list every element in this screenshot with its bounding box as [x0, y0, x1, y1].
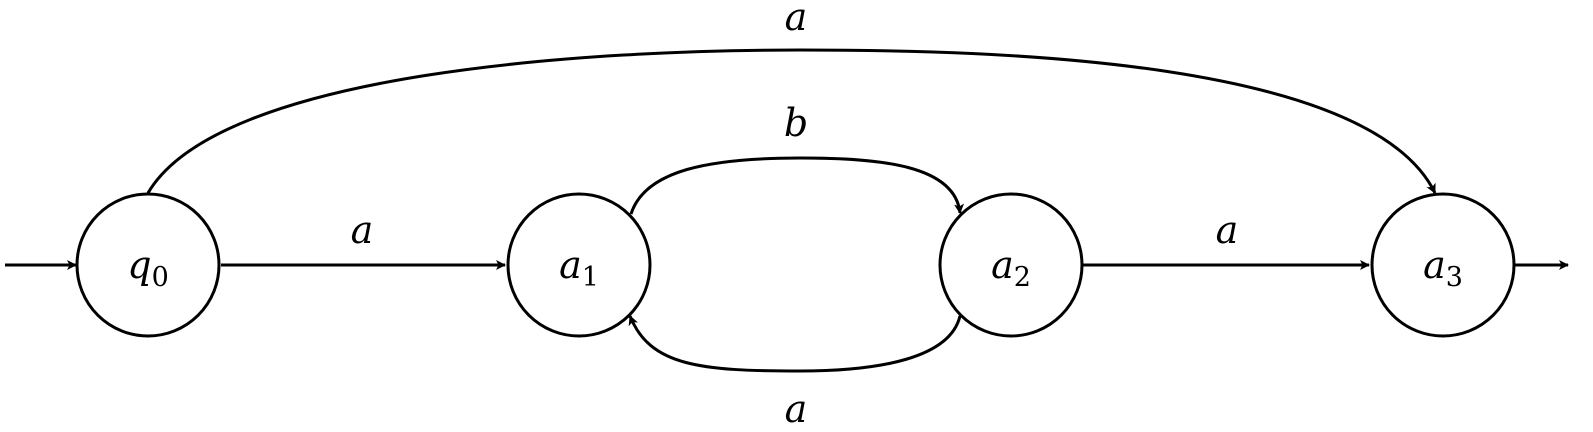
label-a1-a2: b	[784, 101, 808, 145]
transition-q0-a3	[146, 48, 1437, 194]
state-circle	[1370, 192, 1516, 338]
state-a3: a3	[1370, 192, 1516, 338]
state-label: q0	[127, 243, 169, 293]
state-label: a1	[559, 243, 599, 293]
state-label: a3	[1423, 243, 1463, 293]
transition-a1-a2	[629, 156, 965, 215]
label-a2-a1: a	[785, 387, 808, 431]
state-q0: q0	[75, 192, 221, 338]
state-circle	[938, 192, 1084, 338]
label-q0-a3: a	[785, 0, 808, 39]
state-circle	[506, 192, 652, 338]
state-a1: a1	[506, 192, 652, 338]
state-circle	[75, 192, 221, 338]
label-q0-a1: a	[351, 208, 374, 252]
label-a2-a3: a	[1216, 208, 1239, 252]
state-label: a2	[991, 243, 1031, 293]
transition-a2-a1	[628, 315, 962, 373]
state-a2: a2	[938, 192, 1084, 338]
